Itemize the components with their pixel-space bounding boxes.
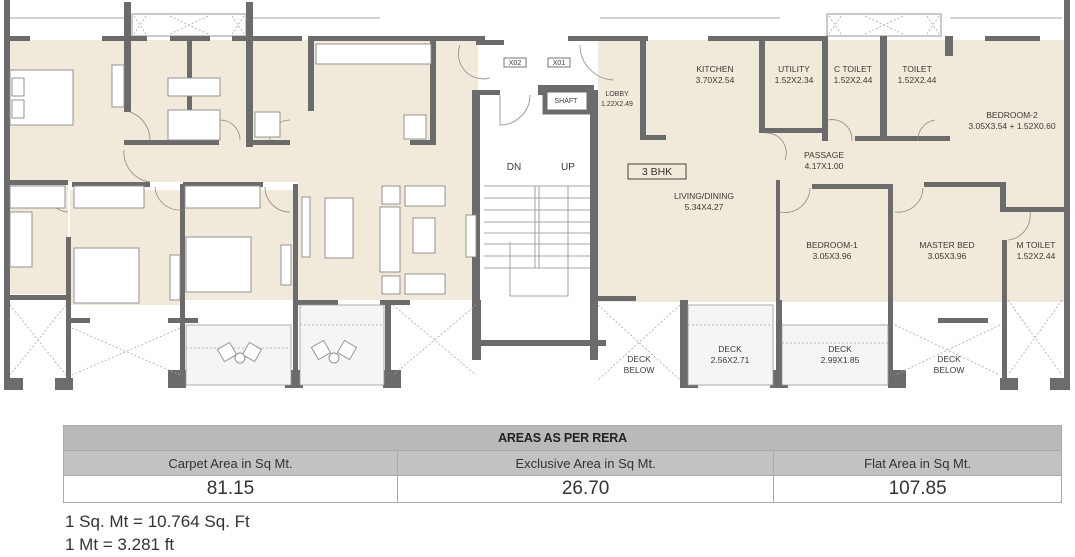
value-flat-area: 107.85 — [773, 475, 1062, 503]
svg-text:4.17X1.00: 4.17X1.00 — [805, 161, 844, 171]
svg-text:DECK: DECK — [718, 344, 742, 354]
svg-text:PASSAGE: PASSAGE — [804, 150, 844, 160]
svg-text:2.99X1.85: 2.99X1.85 — [821, 355, 860, 365]
svg-text:BEDROOM-1: BEDROOM-1 — [806, 240, 858, 250]
svg-text:DECK: DECK — [627, 354, 651, 364]
svg-text:2.56X2.71: 2.56X2.71 — [711, 355, 750, 365]
svg-text:MASTER BED: MASTER BED — [919, 240, 974, 250]
svg-text:X01: X01 — [553, 60, 566, 67]
svg-text:3.05X3.96: 3.05X3.96 — [928, 251, 967, 261]
svg-text:C TOILET: C TOILET — [834, 64, 872, 74]
stair-core — [480, 87, 592, 340]
room-label-kitchen: KITCHEN — [696, 64, 733, 74]
value-exclusive-area: 26.70 — [396, 475, 775, 503]
svg-text:M TOILET: M TOILET — [1017, 240, 1056, 250]
floor-plan: KITCHEN 3.70X2.54 UTILITY 1.52X2.34 C TO… — [4, 0, 1070, 390]
header-exclusive-area: Exclusive Area in Sq Mt. — [396, 450, 775, 476]
svg-text:5.34X4.27: 5.34X4.27 — [685, 202, 724, 212]
m-conversion: 1 Mt = 3.281 ft — [65, 535, 175, 554]
svg-text:X02: X02 — [509, 60, 522, 67]
svg-text:UP: UP — [561, 162, 575, 173]
shaft-label: SHAFT — [555, 98, 579, 105]
svg-text:1.52X2.44: 1.52X2.44 — [1017, 251, 1056, 261]
header-carpet-area: Carpet Area in Sq Mt. — [63, 450, 398, 476]
svg-text:BELOW: BELOW — [934, 365, 965, 375]
svg-text:DECK: DECK — [937, 354, 961, 364]
room-labels: KITCHEN 3.70X2.54 UTILITY 1.52X2.34 C TO… — [503, 57, 1056, 375]
svg-text:3.70X2.54: 3.70X2.54 — [696, 75, 735, 85]
header-flat-area: Flat Area in Sq Mt. — [773, 450, 1062, 476]
svg-text:UTILITY: UTILITY — [778, 64, 810, 74]
value-carpet-area: 81.15 — [63, 475, 398, 503]
svg-text:1.52X2.34: 1.52X2.34 — [775, 75, 814, 85]
sqm-conversion: 1 Sq. Mt = 10.764 Sq. Ft — [65, 512, 250, 531]
svg-text:TOILET: TOILET — [902, 64, 932, 74]
svg-text:3.05X3.96: 3.05X3.96 — [813, 251, 852, 261]
unit-type-badge: 3 BHK — [642, 166, 672, 178]
svg-text:LOBBY: LOBBY — [605, 91, 629, 98]
svg-text:3.05X3.54 + 1.52X0.60: 3.05X3.54 + 1.52X0.60 — [968, 121, 1055, 131]
table-title: AREAS AS PER RERA — [63, 425, 1062, 451]
deck-below-marks — [9, 299, 1063, 381]
rera-area-table: AREAS AS PER RERA Carpet Area in Sq Mt. … — [63, 425, 1062, 503]
svg-text:DECK: DECK — [828, 344, 852, 354]
furniture — [9, 43, 889, 386]
svg-text:LIVING/DINING: LIVING/DINING — [674, 191, 734, 201]
svg-text:BEDROOM-2: BEDROOM-2 — [986, 110, 1038, 120]
svg-text:1.52X2.44: 1.52X2.44 — [898, 75, 937, 85]
svg-text:BELOW: BELOW — [624, 365, 655, 375]
svg-text:1.22X2.49: 1.22X2.49 — [601, 101, 633, 108]
svg-text:1.52X2.44: 1.52X2.44 — [834, 75, 873, 85]
top-ducts — [8, 13, 1062, 37]
svg-text:DN: DN — [507, 162, 521, 173]
